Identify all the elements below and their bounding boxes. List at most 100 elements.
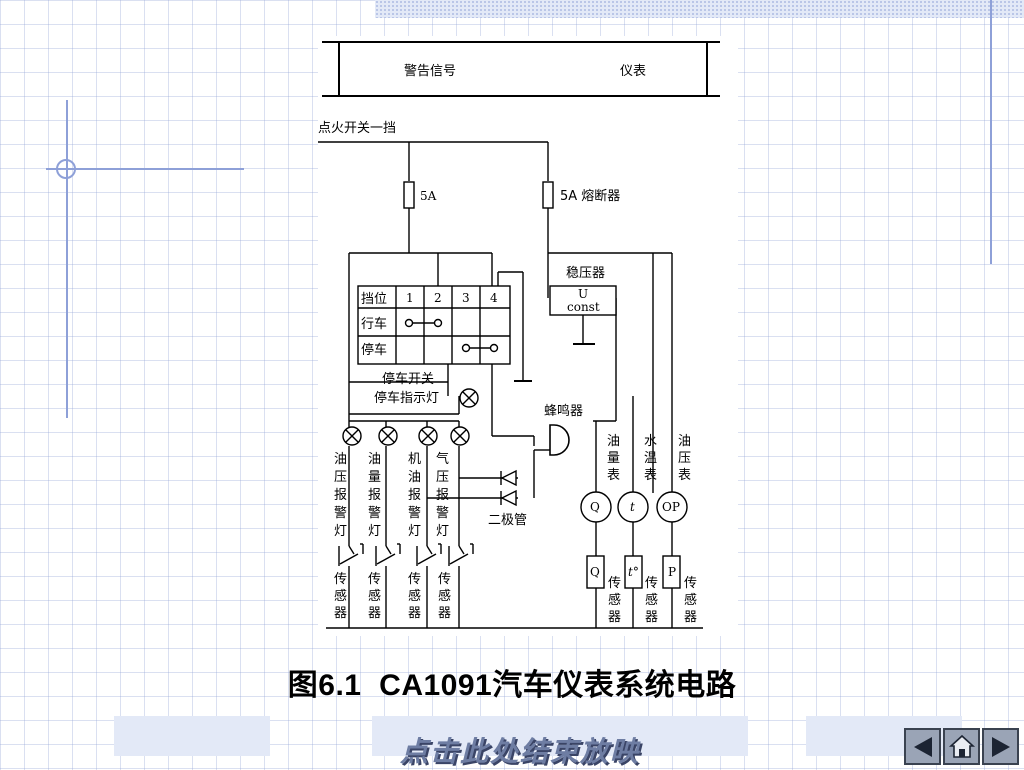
fuse-left-icon: [403, 181, 415, 209]
svg-text:压: 压: [436, 470, 449, 485]
fuel-sensor-box: [586, 555, 605, 589]
left-decor-circle: [56, 159, 76, 179]
pressure-sensor-box: [662, 555, 681, 589]
svg-text:水: 水: [644, 434, 657, 449]
warning-lamp-icon: [450, 426, 470, 446]
svg-text:感: 感: [684, 592, 697, 608]
bottom-decor-band-left: [114, 716, 270, 756]
svg-text:警: 警: [408, 505, 421, 521]
svg-text:量: 量: [368, 470, 381, 485]
svg-text:感: 感: [645, 592, 658, 608]
svg-text:器: 器: [684, 610, 697, 625]
svg-text:器: 器: [608, 610, 621, 625]
svg-text:传: 传: [408, 572, 421, 587]
warning-lamp-label-fuel: 油 量 报 警 灯: [368, 452, 381, 539]
table-header-2: 2: [434, 291, 442, 305]
svg-text:传: 传: [334, 572, 347, 587]
svg-text:器: 器: [408, 606, 421, 621]
end-show-link[interactable]: 点击此处结束放映: [400, 735, 641, 768]
sensor-label: 传 感 器: [608, 576, 621, 625]
caption-prefix: 图: [287, 669, 319, 702]
left-decor-hline: [46, 168, 244, 170]
sensor-symbol-temp: t°: [628, 565, 639, 579]
arrow-left-icon: [913, 736, 932, 757]
svg-text:报: 报: [368, 488, 381, 503]
regulator-label: 稳压器: [566, 265, 605, 281]
sensor-label: 传 感 器: [438, 572, 451, 621]
sensor-label: 传 感 器: [645, 576, 658, 625]
caption-number: 6.1: [318, 669, 362, 702]
parking-indicator-lamp-icon: [459, 388, 479, 408]
svg-text:传: 传: [438, 572, 451, 587]
sensor-label: 传 感 器: [334, 572, 347, 621]
home-button[interactable]: [943, 728, 980, 765]
diode-icon: [500, 489, 517, 507]
svg-text:表: 表: [678, 468, 691, 483]
svg-text:表: 表: [644, 468, 657, 483]
table-header-position: 挡位: [361, 292, 387, 307]
svg-text:报: 报: [436, 488, 449, 503]
buzzer-label: 蜂鸣器: [544, 403, 583, 419]
svg-text:灯: 灯: [334, 524, 347, 539]
ignition-switch-label: 点火开关一挡: [318, 121, 396, 136]
fuse-right-label: 5A 熔断器: [560, 189, 620, 204]
right-decor-vline: [990, 0, 992, 264]
home-icon: [948, 734, 975, 758]
diode-icon: [500, 469, 517, 487]
prev-slide-button[interactable]: [904, 728, 941, 765]
svg-text:警: 警: [436, 505, 449, 521]
header-instrument: 仪表: [620, 64, 646, 79]
gauge-symbol-oil-pressure: OP: [662, 500, 680, 514]
buzzer-icon: [549, 424, 570, 456]
left-decor-vline: [66, 100, 68, 418]
sensor-label: 传 感 器: [408, 572, 421, 621]
sensor-label: 传 感 器: [684, 576, 697, 625]
oil-pressure-gauge-icon: [656, 491, 688, 523]
svg-text:温: 温: [644, 451, 657, 466]
svg-text:灯: 灯: [436, 524, 449, 539]
warning-lamp-icon: [418, 426, 438, 446]
svg-text:器: 器: [368, 606, 381, 621]
sensor-symbol-fuel: Q: [590, 565, 600, 579]
warning-lamp-label-oil-pressure: 油 压 报 警 灯: [334, 452, 347, 539]
table-header-3: 3: [462, 291, 470, 305]
switch-position-table: [357, 285, 511, 365]
figure-caption: 图6.1 CA1091汽车仪表系统电路: [0, 660, 1024, 704]
table-header-1: 1: [406, 291, 414, 305]
parking-lamp-label: 停车指示灯: [374, 390, 439, 406]
arrow-right-icon: [991, 736, 1010, 757]
table-row-driving: 行车: [361, 316, 387, 332]
warning-lamp-icon: [378, 426, 398, 446]
slide-nav: [904, 728, 1020, 766]
svg-text:油: 油: [408, 470, 421, 485]
svg-text:器: 器: [438, 606, 451, 621]
water-temp-gauge-icon: [617, 491, 649, 523]
svg-text:压: 压: [678, 451, 691, 466]
gauge-label-water-temp: 水 温 表: [644, 434, 657, 483]
warning-lamp-label-engine-oil: 机 油 报 警 灯: [408, 452, 421, 539]
fuse-right-icon: [542, 181, 554, 209]
circuit-diagram: 警告信号 仪表 点火开关一挡 5A 5A 熔断器 稳压器 U const 挡位 …: [318, 41, 720, 629]
svg-text:警: 警: [368, 505, 381, 521]
svg-text:灯: 灯: [368, 524, 381, 539]
svg-text:油: 油: [678, 434, 691, 449]
fuel-gauge-icon: [580, 491, 612, 523]
svg-text:传: 传: [684, 576, 697, 591]
svg-text:量: 量: [607, 451, 620, 466]
svg-text:报: 报: [334, 488, 347, 503]
sensor-label: 传 感 器: [368, 572, 381, 621]
svg-text:感: 感: [608, 592, 621, 608]
svg-text:油: 油: [607, 434, 620, 449]
svg-text:传: 传: [368, 572, 381, 587]
warning-lamp-label-air-pressure: 气 压 报 警 灯: [436, 451, 449, 539]
voltage-regulator-box: [549, 285, 617, 316]
svg-text:传: 传: [608, 576, 621, 591]
svg-text:传: 传: [645, 576, 658, 591]
fuse-left-label: 5A: [420, 189, 437, 203]
circuit-diagram-panel: 警告信号 仪表 点火开关一挡 5A 5A 熔断器 稳压器 U const 挡位 …: [318, 36, 738, 636]
svg-text:感: 感: [438, 588, 451, 604]
svg-text:气: 气: [436, 451, 449, 467]
svg-text:感: 感: [368, 588, 381, 604]
table-header-4: 4: [490, 291, 498, 305]
next-slide-button[interactable]: [982, 728, 1019, 765]
